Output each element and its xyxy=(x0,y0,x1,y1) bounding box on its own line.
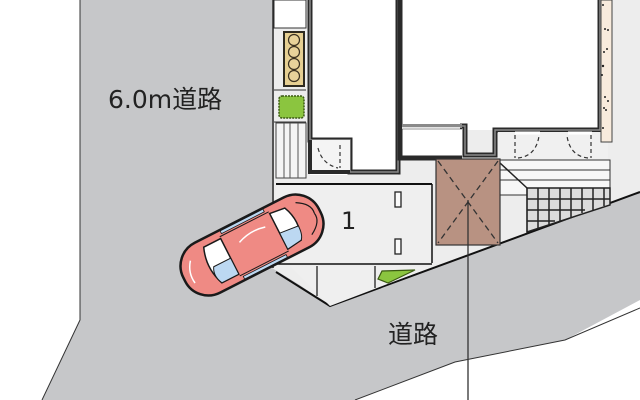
grating-deck xyxy=(275,122,307,179)
side-strip-top xyxy=(273,0,307,29)
parked-car xyxy=(179,193,325,297)
building-right xyxy=(397,0,608,162)
wheel-stop-lower xyxy=(394,238,402,255)
wheel-stop-upper xyxy=(394,191,402,208)
tiled-terrace xyxy=(526,187,611,234)
road-surface xyxy=(42,0,640,400)
shrub-south xyxy=(377,269,416,284)
door-swing-arc xyxy=(317,147,339,169)
gravel-boundary-strip xyxy=(600,0,613,143)
west-road-edge xyxy=(41,0,81,400)
south-road-label: 道路 xyxy=(388,320,439,349)
door-swing-arc-left xyxy=(517,135,540,159)
shrub-west xyxy=(278,95,305,119)
south-road-edge xyxy=(354,307,640,400)
building-left xyxy=(307,0,401,175)
west-road-label: 6.0m道路 xyxy=(108,85,223,114)
door-swing-arc-right xyxy=(566,135,589,159)
parking-space-number: 1 xyxy=(341,207,357,235)
approach-edge xyxy=(499,162,528,189)
planter-logs xyxy=(287,33,301,83)
